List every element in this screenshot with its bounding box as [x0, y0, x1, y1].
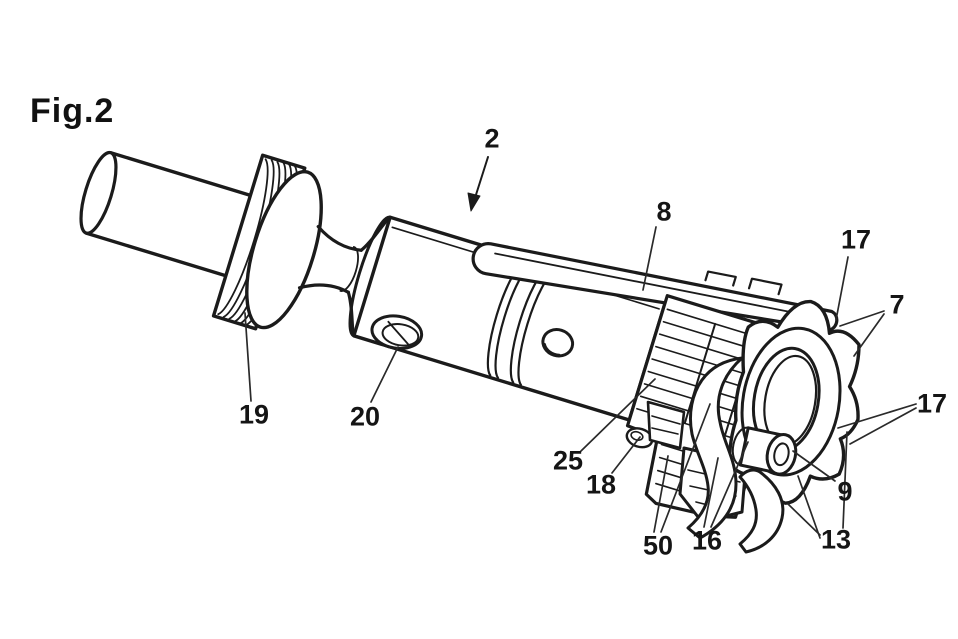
threaded-collar	[211, 153, 323, 331]
ref-numeral-2: 2	[484, 123, 500, 154]
oval-hole	[370, 314, 424, 350]
ref-numeral-9: 9	[837, 476, 853, 507]
ref-numeral-19: 19	[238, 399, 270, 430]
extractor-claw	[686, 356, 785, 554]
ref-numeral-17: 17	[840, 224, 872, 255]
ref-numeral-13: 13	[820, 524, 852, 555]
ref-numeral-20: 20	[349, 401, 381, 432]
figure-title: Fig.2	[30, 92, 115, 130]
ref-numeral-8: 8	[656, 196, 672, 227]
cam-pin	[731, 426, 798, 476]
ref-numeral-50: 50	[642, 530, 674, 561]
ref-numeral-18: 18	[585, 469, 617, 500]
arrow-2	[467, 156, 489, 212]
small-hole	[541, 328, 575, 358]
ref-numeral-16: 16	[691, 525, 723, 556]
ref-numeral-25: 25	[552, 445, 584, 476]
ref-numeral-7: 7	[889, 289, 905, 320]
ref-numeral-17: 17	[916, 388, 948, 419]
leader-lines	[244, 226, 917, 539]
